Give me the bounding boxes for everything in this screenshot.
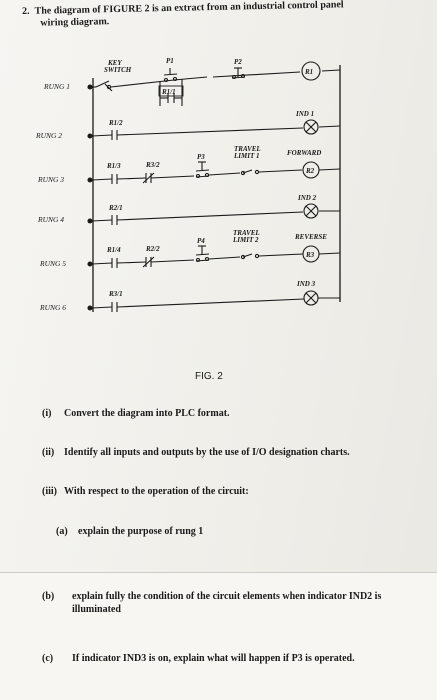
rung-1 [87,61,341,106]
question-c: (c) If indicator IND3 is on, explain what… [42,652,432,665]
r2-coil-label: R2 [305,167,315,175]
r1-3-label: R1/3 [106,162,121,170]
ind3-label: IND 3 [296,280,316,288]
question-i-text: Convert the diagram into PLC format. [64,408,230,419]
divider [0,572,437,573]
key-switch-label-2: SWITCH [104,66,132,74]
rung-5 [87,245,341,268]
r2-1-label: R2/1 [108,204,123,212]
question-c-mark: (c) [42,653,54,664]
question-c-text: If indicator IND3 is on, explain what wi… [72,653,355,664]
key-switch-label-1: KEY [107,59,122,67]
r1-1-box [158,85,184,97]
ind2-label: IND 2 [297,194,317,202]
lower-section [0,573,437,700]
question-iii: (iii) With respect to the operation of th… [42,485,422,498]
question-i: (i) Convert the diagram into PLC format. [42,407,422,420]
rung-3-label: RUNG 3 [37,175,64,184]
r1-4-label: R1/4 [106,246,121,254]
question-b-text: explain fully the condition of the circu… [72,591,382,615]
question-i-mark: (i) [42,408,52,419]
rung-4-label: RUNG 4 [37,215,64,224]
rung-4 [87,203,340,225]
travel-limit1-label-b: LIMIT 1 [233,152,259,160]
ladder-rails [92,65,341,312]
ladder-diagram: RUNG 1 RUNG 2 RUNG 3 RUNG 4 RUNG 5 RUNG … [35,57,341,312]
question-ii-mark: (ii) [42,447,55,458]
travel-limit2-label-a: TRAVEL [233,229,260,237]
p3-label: P3 [197,153,205,161]
rung-2 [87,119,341,140]
reverse-label: REVERSE [294,233,327,241]
p1-label: P1 [166,57,174,65]
rung-6-label: RUNG 6 [39,303,66,312]
r1-2-label: R1/2 [108,119,123,127]
question-iii-text: With respect to the operation of the cir… [64,486,249,497]
question-a-text: explain the purpose of rung 1 [78,526,204,537]
question-ii: (ii) Identify all inputs and outputs by t… [42,446,432,459]
rung-2-label: RUNG 2 [35,131,62,140]
p2-label: P2 [234,58,242,66]
figure-caption: FIG. 2 [195,371,223,382]
question-ii-text: Identify all inputs and outputs by the u… [64,447,350,458]
ind1-label: IND 1 [295,110,314,118]
question-b-mark: (b) [42,591,55,602]
forward-label: FORWARD [287,149,321,157]
rung-6 [87,290,340,312]
travel-limit1-label-a: TRAVEL [234,145,261,153]
question-a-mark: (a) [56,526,68,537]
r3-coil-label: R3 [305,251,315,259]
rung-3 [87,161,341,184]
rung-1-label: RUNG 1 [43,82,70,91]
r1-1-label: R1/1 [161,88,176,96]
r3-1-label: R3/1 [108,290,123,298]
question-iii-mark: (iii) [42,486,57,497]
r1-coil-label: R1 [304,68,313,76]
p4-label: P4 [197,237,205,245]
travel-limit2-label-b: LIMIT 2 [232,236,259,244]
question-b: (b) explain fully the condition of the ci… [42,590,432,616]
r3-2-label: R3/2 [145,161,160,169]
rung-5-label: RUNG 5 [39,259,66,268]
r2-2-label: R2/2 [145,245,160,253]
question-a: (a) explain the purpose of rung 1 [56,525,416,538]
